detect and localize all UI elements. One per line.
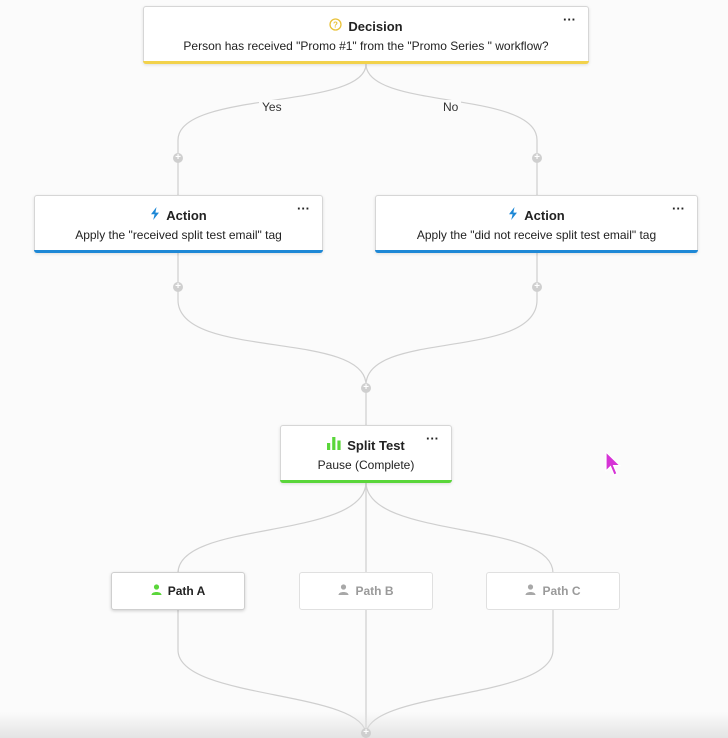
- action-accent-bar: [375, 250, 698, 253]
- add-step-button[interactable]: +: [532, 153, 542, 163]
- decision-more-button[interactable]: ···: [563, 12, 576, 27]
- svg-text:?: ?: [333, 21, 338, 30]
- lightning-bolt-icon: [150, 207, 160, 223]
- add-step-button[interactable]: +: [532, 282, 542, 292]
- branch-label-no: No: [440, 100, 462, 114]
- bar-chart-icon: [327, 437, 341, 453]
- split-test-more-button[interactable]: ···: [426, 431, 439, 446]
- decision-title: Decision: [348, 18, 403, 34]
- add-step-button[interactable]: +: [173, 282, 183, 292]
- split-test-description: Pause (Complete): [317, 458, 415, 472]
- action-more-button[interactable]: ···: [672, 201, 685, 216]
- action-more-button[interactable]: ···: [297, 201, 310, 216]
- add-step-button[interactable]: +: [361, 728, 371, 738]
- split-test-title: Split Test: [347, 437, 405, 453]
- add-step-button[interactable]: +: [361, 383, 371, 393]
- mouse-cursor-icon: [605, 451, 622, 476]
- action-title: Action: [166, 207, 207, 223]
- decision-node[interactable]: ? Decision Person has received "Promo #1…: [143, 6, 589, 64]
- action-description: Apply the "did not receive split test em…: [416, 228, 657, 242]
- branch-label-yes: Yes: [259, 100, 285, 114]
- action-node[interactable]: Action Apply the "did not receive split …: [375, 195, 698, 253]
- add-step-button[interactable]: +: [173, 153, 183, 163]
- path-b-node[interactable]: Path B: [299, 572, 433, 610]
- path-label: Path B: [355, 584, 394, 598]
- path-a-node[interactable]: Path A: [111, 572, 245, 610]
- split-test-accent-bar: [280, 480, 452, 483]
- action-node[interactable]: Action Apply the "received split test em…: [34, 195, 323, 253]
- person-icon: [151, 584, 162, 598]
- split-test-node[interactable]: Split Test Pause (Complete) ···: [280, 425, 452, 483]
- path-c-node[interactable]: Path C: [486, 572, 620, 610]
- action-title: Action: [524, 207, 565, 223]
- action-description: Apply the "received split test email" ta…: [75, 228, 282, 242]
- lightning-bolt-icon: [508, 207, 518, 223]
- question-circle-icon: ?: [329, 18, 343, 34]
- decision-accent-bar: [143, 61, 589, 64]
- action-accent-bar: [34, 250, 323, 253]
- path-label: Path A: [167, 584, 206, 598]
- decision-description: Person has received "Promo #1" from the …: [183, 39, 549, 53]
- path-label: Path C: [542, 584, 581, 598]
- person-icon: [338, 584, 349, 598]
- person-icon: [525, 584, 536, 598]
